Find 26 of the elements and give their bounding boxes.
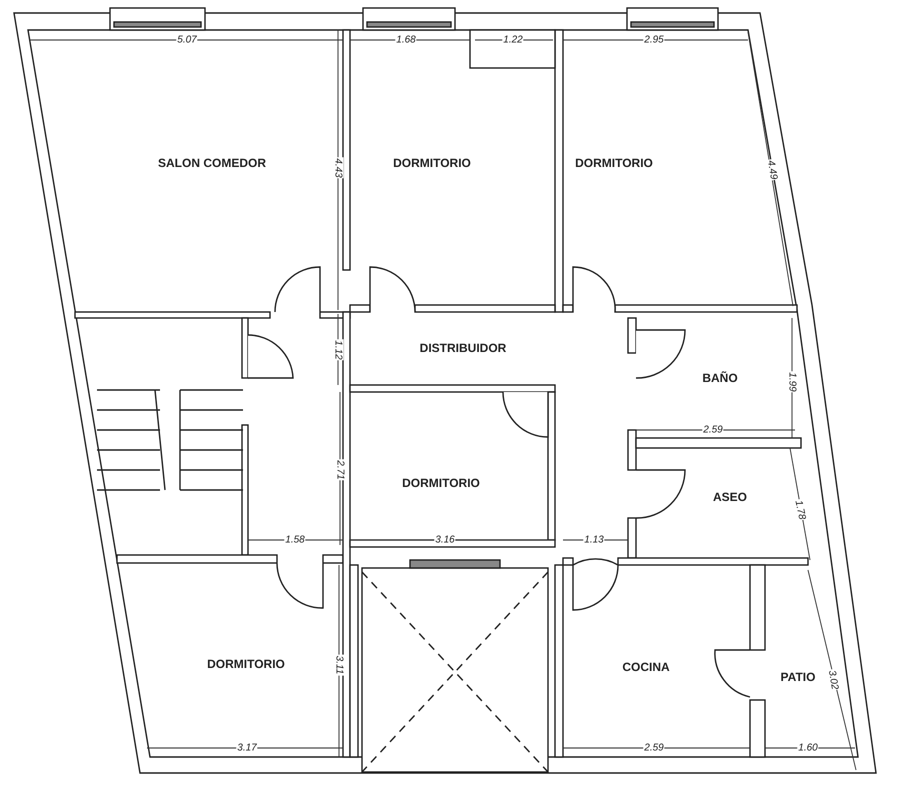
dimension-label: 2.59 xyxy=(643,742,665,754)
room-label: BAÑO xyxy=(702,371,738,385)
room-label: DORMITORIO xyxy=(402,476,480,490)
dimension-label: 1.22 xyxy=(502,34,524,46)
dimension-label: 3.16 xyxy=(434,534,456,546)
dimension-label: 1.68 xyxy=(395,34,417,46)
dimension-label: 2.59 xyxy=(702,424,724,436)
dimension-label: 1.99 xyxy=(786,371,798,393)
room-label: DISTRIBUIDOR xyxy=(420,341,506,355)
room-label: DORMITORIO xyxy=(575,156,653,170)
room-label: SALON COMEDOR xyxy=(158,156,266,170)
dimension-label: 2.71 xyxy=(334,459,346,481)
dimension-label: 1.12 xyxy=(332,339,344,361)
dimension-label: 4.43 xyxy=(332,157,344,179)
dimension-label: 5.07 xyxy=(176,34,198,46)
dimension-label: 3.11 xyxy=(334,654,344,676)
room-label: DORMITORIO xyxy=(393,156,471,170)
room-label: DORMITORIO xyxy=(207,657,285,671)
room-label: PATIO xyxy=(780,670,816,684)
dimension-label: 3.17 xyxy=(236,742,258,754)
dimension-label: 2.95 xyxy=(643,34,665,46)
room-label: COCINA xyxy=(622,660,670,674)
dimension-label: 1.58 xyxy=(284,534,306,546)
room-label: ASEO xyxy=(713,490,747,504)
dimension-label: 1.13 xyxy=(583,534,605,546)
dimension-label: 1.60 xyxy=(797,742,819,754)
